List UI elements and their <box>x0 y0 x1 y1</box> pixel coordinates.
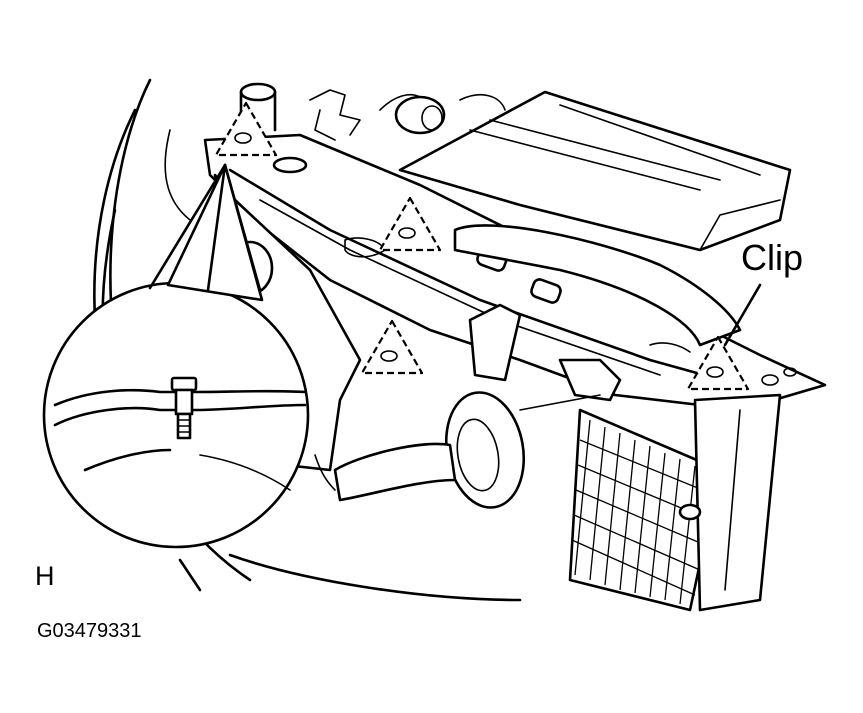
marker-triangle <box>360 319 424 375</box>
center-strut <box>468 303 622 411</box>
engine-components <box>239 82 506 141</box>
horn <box>314 391 526 509</box>
marker-triangle <box>686 335 750 391</box>
detail-callout <box>42 163 310 549</box>
bolt-location-markers <box>214 101 750 391</box>
clip-leader-line <box>723 283 762 347</box>
view-label: H <box>35 561 55 591</box>
clip-label: Clip <box>741 237 804 278</box>
marker-triangle <box>214 101 278 157</box>
figure-id: G03479331 <box>37 620 142 642</box>
air-cleaner-housing <box>398 90 792 252</box>
radiator-grille <box>568 393 782 612</box>
marker-triangle <box>378 196 442 252</box>
bolt-icon <box>170 376 198 440</box>
